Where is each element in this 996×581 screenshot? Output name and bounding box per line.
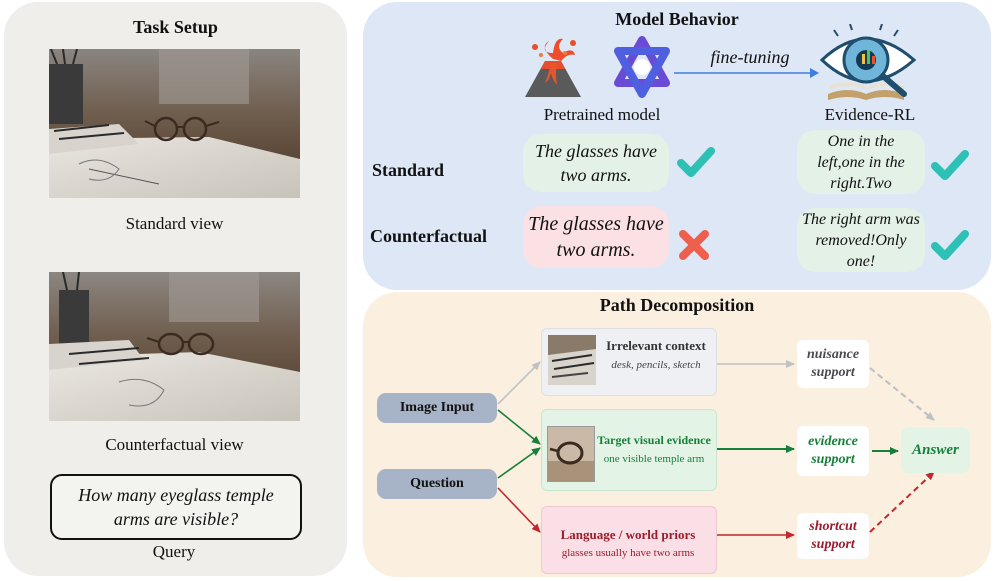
question-node: Question xyxy=(377,469,497,499)
evidence-rl-label: Evidence-RL xyxy=(824,105,916,124)
evidence-support-label: evidence support xyxy=(808,434,858,467)
evidence-standard-answer: One in the left,one in the right.Two xyxy=(797,130,925,194)
target-evidence-title: Target visual evidence xyxy=(597,433,711,447)
row-label-counterfactual: Counterfactual xyxy=(370,226,487,246)
path-decomposition-title: Path Decomposition xyxy=(599,295,755,315)
nuisance-support-node: nuisance support xyxy=(797,340,869,388)
star-logo-icon xyxy=(611,36,673,98)
pretrained-standard-answer-text: The glasses have two arms. xyxy=(535,141,657,185)
irrelevant-context-thumbnail xyxy=(548,335,596,385)
shortcut-support-label: shortcut support xyxy=(809,519,857,552)
query-text: How many eyeglass temple arms are visibl… xyxy=(78,485,274,529)
check-icon xyxy=(931,150,969,180)
target-evidence-thumbnail xyxy=(547,426,595,482)
fine-tuning-label: fine-tuning xyxy=(710,47,790,67)
language-priors-title: Language / world priors xyxy=(560,527,696,542)
evidence-support-node: evidence support xyxy=(797,426,869,476)
model-behavior-title: Model Behavior xyxy=(615,9,739,29)
shortcut-support-node: shortcut support xyxy=(797,513,869,559)
counterfactual-view-caption: Counterfactual view xyxy=(105,435,244,454)
check-icon xyxy=(931,230,969,260)
row-label-standard: Standard xyxy=(372,160,445,180)
standard-view-image xyxy=(49,49,300,198)
volcano-icon xyxy=(521,35,585,101)
query-label: Query xyxy=(152,542,196,561)
irrelevant-context-sub: desk, pencils, sketch xyxy=(611,359,701,371)
irrelevant-context-title: Irrelevant context xyxy=(606,338,706,353)
check-icon xyxy=(677,147,715,177)
query-box: How many eyeglass temple arms are visibl… xyxy=(50,474,302,540)
fine-tuning-arrow xyxy=(674,68,819,78)
image-input-label: Image Input xyxy=(399,400,475,415)
answer-node: Answer xyxy=(901,427,970,473)
evidence-standard-answer-text: One in the left,one in the right.Two xyxy=(817,132,905,192)
pretrained-counterfactual-answer: The glasses have two arms. xyxy=(523,206,669,268)
standard-view-caption: Standard view xyxy=(125,214,224,233)
target-evidence-sub: one visible temple arm xyxy=(603,453,705,465)
evidence-counterfactual-answer: The right arm was removed!Only one! xyxy=(797,208,925,272)
answer-label: Answer xyxy=(912,441,959,458)
language-priors-box xyxy=(541,506,717,574)
pretrained-counterfactual-answer-text: The glasses have two arms. xyxy=(528,213,664,261)
image-input-node: Image Input xyxy=(377,393,497,423)
task-setup-title: Task Setup xyxy=(133,17,218,37)
cross-icon xyxy=(679,230,709,260)
question-label: Question xyxy=(410,476,464,491)
language-priors-sub: glasses usually have two arms xyxy=(561,547,695,559)
evidence-counterfactual-answer-text: The right arm was removed!Only one! xyxy=(802,210,920,270)
counterfactual-view-image xyxy=(49,272,300,421)
eye-magnifier-icon xyxy=(818,23,918,104)
nuisance-support-label: nuisance support xyxy=(806,347,860,380)
pretrained-standard-answer: The glasses have two arms. xyxy=(523,134,669,192)
pretrained-model-label: Pretrained model xyxy=(543,105,661,124)
